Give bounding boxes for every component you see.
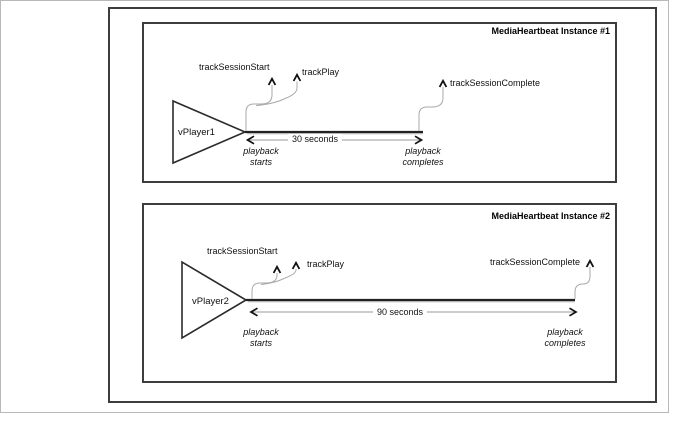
arrow-right-icon	[414, 135, 424, 145]
media-heartbeat-panel-2: MediaHeartbeat Instance #2 vPlayer2 trac…	[142, 203, 617, 383]
connector-session-start	[251, 273, 278, 299]
playback-completes-line1: playback	[547, 327, 583, 337]
duration-label: 30 seconds	[287, 134, 343, 145]
playback-starts-line2: starts	[249, 337, 272, 348]
playback-starts-label: playback starts	[243, 146, 279, 167]
event-label-track-session-start: trackSessionStart	[207, 246, 278, 256]
up-arrow-icon	[291, 260, 301, 270]
playback-starts-line2: starts	[249, 156, 272, 167]
up-arrow-icon	[272, 264, 282, 274]
up-arrow-icon	[292, 72, 302, 82]
playback-completes-label: playback completes	[402, 146, 443, 167]
event-label-track-session-complete: trackSessionComplete	[450, 78, 541, 88]
up-arrow-icon	[438, 78, 448, 88]
connector-session-complete	[574, 267, 591, 299]
screenshot-border	[0, 0, 669, 413]
panel-1-canvas: MediaHeartbeat Instance #1 vPlayer1 trac…	[142, 22, 617, 183]
panel-title: MediaHeartbeat Instance #2	[491, 211, 610, 221]
connector-play	[255, 81, 298, 106]
arrow-right-icon	[569, 307, 578, 317]
event-label-track-session-start: trackSessionStart	[199, 62, 270, 72]
playback-completes-line2: completes	[402, 156, 444, 167]
playback-completes-label: playback completes	[544, 327, 585, 348]
event-label-track-play: trackPlay	[302, 67, 340, 77]
panel-2-canvas: MediaHeartbeat Instance #2 vPlayer2 trac…	[142, 203, 617, 383]
player-label: vPlayer2	[192, 296, 229, 307]
arrow-left-icon	[245, 135, 255, 145]
play-triangle-shape	[172, 99, 248, 165]
panel-1-diagram-shapes	[172, 72, 448, 165]
connector-play	[260, 269, 297, 285]
up-arrow-icon	[267, 76, 277, 86]
up-arrow-icon	[585, 258, 595, 268]
playback-completes-line1: playback	[405, 146, 441, 156]
playback-completes-line2: completes	[544, 337, 586, 348]
player-label: vPlayer1	[178, 127, 215, 138]
playback-starts-line1: playback	[243, 327, 279, 337]
play-triangle-shape	[181, 260, 248, 340]
playback-starts-line1: playback	[243, 146, 279, 156]
connector-session-complete	[418, 87, 444, 131]
arrow-left-icon	[249, 307, 258, 317]
duration-label: 90 seconds	[372, 307, 428, 318]
playback-starts-label: playback starts	[243, 327, 279, 348]
event-label-track-play: trackPlay	[307, 259, 345, 269]
media-heartbeat-panel-1: MediaHeartbeat Instance #1 vPlayer1 trac…	[142, 22, 617, 183]
event-label-track-session-complete: trackSessionComplete	[490, 257, 581, 267]
panel-2-diagram-shapes	[181, 258, 595, 340]
panel-title: MediaHeartbeat Instance #1	[491, 26, 610, 36]
connector-session-start	[245, 85, 273, 131]
